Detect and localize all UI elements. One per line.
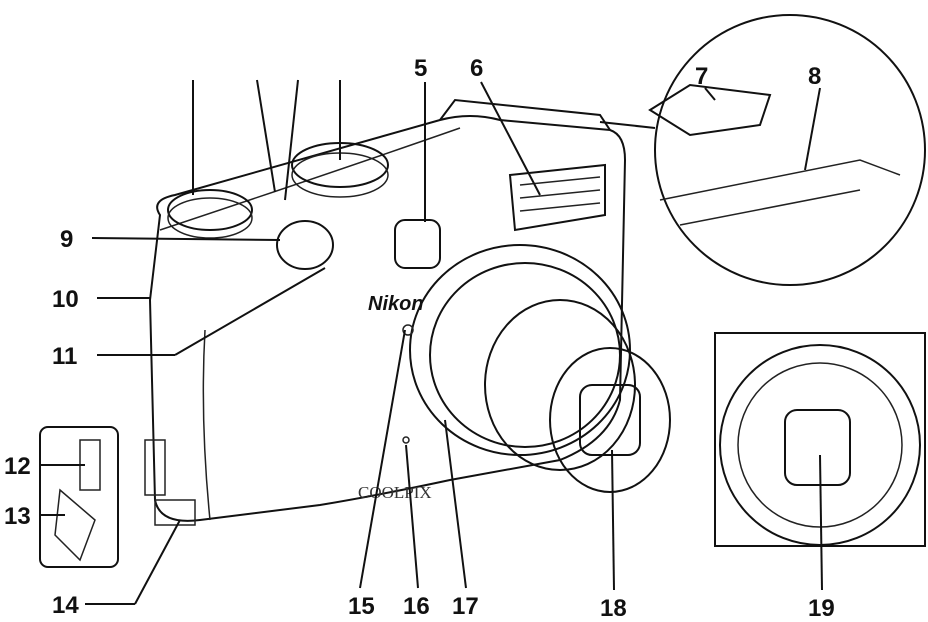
callout-7: 7 xyxy=(695,63,708,90)
brand-logo: Nikon xyxy=(368,293,424,315)
callout-9: 9 xyxy=(60,226,73,253)
callout-16: 16 xyxy=(403,593,430,620)
callout-8: 8 xyxy=(808,63,821,90)
model-logo: COOLPIX xyxy=(358,483,432,502)
callout-labels: 5 6 7 8 9 10 11 12 13 14 15 16 17 18 19 xyxy=(4,55,835,622)
callout-6: 6 xyxy=(470,55,483,82)
callout-13: 13 xyxy=(4,503,31,530)
callout-12: 12 xyxy=(4,453,31,480)
callout-18: 18 xyxy=(600,595,627,622)
callout-11: 11 xyxy=(52,343,77,370)
callout-5: 5 xyxy=(414,55,427,82)
callout-14: 14 xyxy=(52,592,79,619)
callout-10: 10 xyxy=(52,286,79,313)
callout-15: 15 xyxy=(348,593,375,620)
inset-lens xyxy=(714,332,926,547)
callout-19: 19 xyxy=(808,595,835,622)
inset-hot-shoe xyxy=(599,14,926,286)
leader-lines xyxy=(40,79,823,605)
camera-body xyxy=(39,98,671,568)
callout-17: 17 xyxy=(452,593,479,620)
